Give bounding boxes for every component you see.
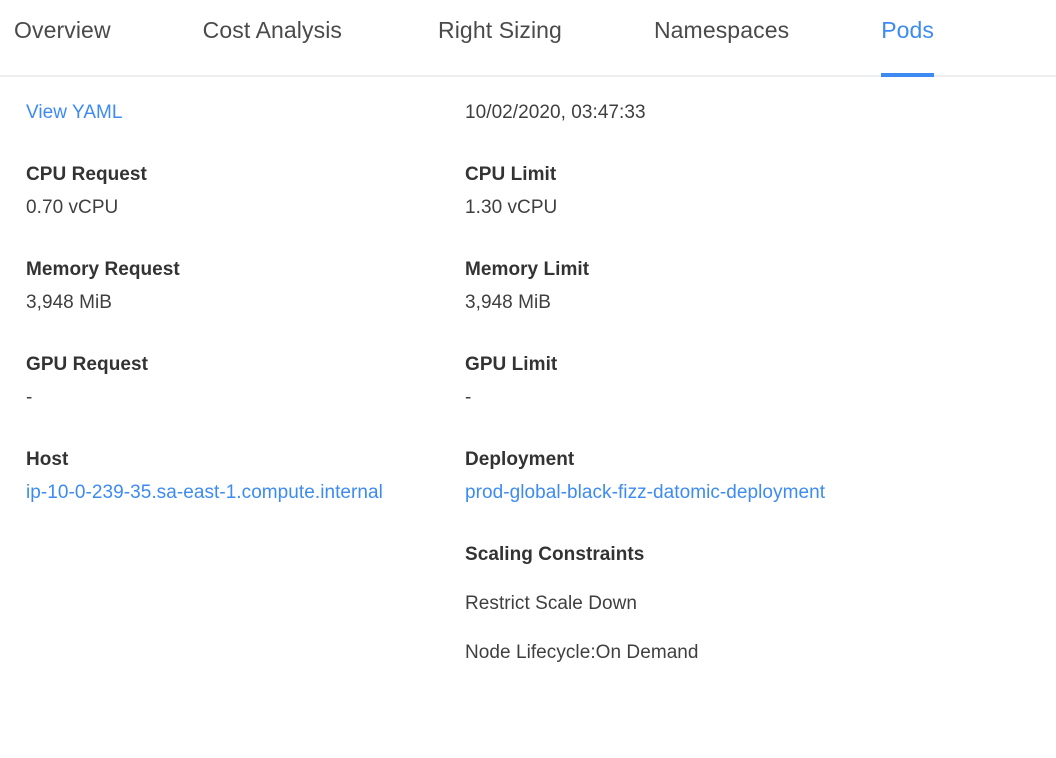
host-label: Host bbox=[26, 449, 69, 470]
gpu-request-label: GPU Request bbox=[26, 354, 148, 375]
field-gpu-request: GPU Request - bbox=[26, 352, 445, 411]
field-memory-limit: Memory Limit 3,948 MiB bbox=[465, 257, 1036, 316]
host-link[interactable]: ip-10-0-239-35.sa-east-1.compute.interna… bbox=[26, 482, 383, 503]
field-deployment: Deployment prod-global-black-fizz-datomi… bbox=[465, 447, 1036, 506]
view-yaml-link[interactable]: View YAML bbox=[26, 102, 123, 123]
memory-limit-value: 3,948 MiB bbox=[465, 292, 551, 313]
field-memory-request: Memory Request 3,948 MiB bbox=[26, 257, 445, 316]
memory-request-label: Memory Request bbox=[26, 259, 180, 280]
host-value: ip-10-0-239-35.sa-east-1.compute.interna… bbox=[26, 479, 401, 506]
tab-namespaces-label: Namespaces bbox=[653, 17, 790, 43]
field-gpu-limit: GPU Limit - bbox=[465, 352, 1036, 411]
tab-active-underline bbox=[881, 73, 935, 77]
tab-bar: Overview Cost Analysis Right Sizing Name… bbox=[0, 0, 1056, 77]
tab-right-sizing-label: Right Sizing bbox=[438, 17, 562, 43]
field-cpu-limit: CPU Limit 1.30 vCPU bbox=[465, 162, 1036, 221]
cpu-limit-value: 1.30 vCPU bbox=[465, 197, 558, 218]
timestamp-value: 10/02/2020, 03:47:33 bbox=[465, 102, 646, 123]
deployment-link[interactable]: prod-global-black-fizz-datomic-deploymen… bbox=[465, 482, 826, 503]
field-scaling-constraints: Scaling Constraints Restrict Scale Down … bbox=[465, 542, 1036, 666]
tab-cost-analysis[interactable]: Cost Analysis bbox=[203, 0, 342, 75]
cpu-limit-label: CPU Limit bbox=[465, 164, 557, 185]
view-yaml-value: View YAML bbox=[26, 99, 401, 126]
memory-limit-label: Memory Limit bbox=[465, 259, 590, 280]
gpu-request-value: - bbox=[26, 387, 33, 408]
tab-list: Overview Cost Analysis Right Sizing Name… bbox=[0, 0, 1056, 77]
field-view-yaml: View YAML bbox=[26, 99, 445, 126]
gpu-limit-value: - bbox=[465, 387, 472, 408]
tab-right-sizing[interactable]: Right Sizing bbox=[438, 0, 562, 75]
field-cpu-request: CPU Request 0.70 vCPU bbox=[26, 162, 445, 221]
tab-cost-analysis-label: Cost Analysis bbox=[202, 17, 343, 43]
cpu-request-value: 0.70 vCPU bbox=[26, 197, 119, 218]
field-host: Host ip-10-0-239-35.sa-east-1.compute.in… bbox=[26, 447, 445, 506]
tab-overview-label: Overview bbox=[14, 17, 111, 43]
scaling-constraint-item: Restrict Scale Down bbox=[465, 593, 638, 614]
tab-pods[interactable]: Pods bbox=[881, 0, 948, 77]
tab-pods-label: Pods bbox=[881, 17, 935, 43]
pod-detail-left-column: View YAML CPU Request 0.70 vCPU Memory R… bbox=[0, 77, 465, 666]
deployment-label: Deployment bbox=[465, 449, 575, 470]
pod-detail-right-column: 10/02/2020, 03:47:33 CPU Limit 1.30 vCPU… bbox=[465, 77, 1056, 666]
tab-namespaces[interactable]: Namespaces bbox=[654, 0, 789, 75]
scaling-constraints-label: Scaling Constraints bbox=[465, 544, 645, 565]
scaling-constraint-item: Node Lifecycle:On Demand bbox=[465, 642, 699, 663]
deployment-value: prod-global-black-fizz-datomic-deploymen… bbox=[465, 479, 840, 506]
field-timestamp: 10/02/2020, 03:47:33 bbox=[465, 99, 1036, 126]
memory-request-value: 3,948 MiB bbox=[26, 292, 112, 313]
cpu-request-label: CPU Request bbox=[26, 164, 147, 185]
tab-overview[interactable]: Overview bbox=[0, 0, 111, 75]
pod-detail-panel: View YAML CPU Request 0.70 vCPU Memory R… bbox=[0, 77, 1056, 666]
gpu-limit-label: GPU Limit bbox=[465, 354, 558, 375]
